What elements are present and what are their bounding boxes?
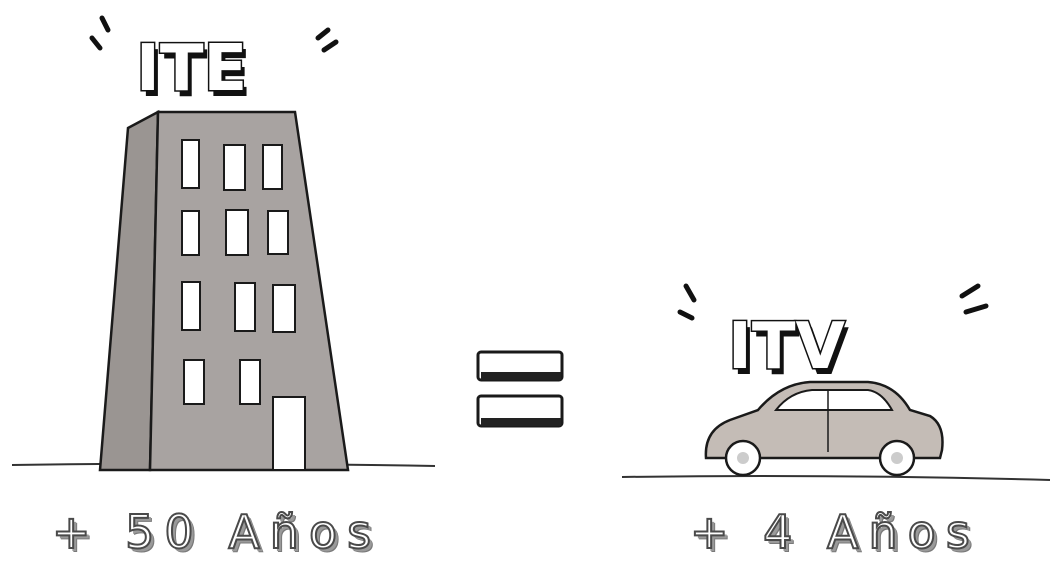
svg-text:ITV: ITV	[728, 310, 845, 384]
car-icon	[706, 382, 943, 475]
building-age-caption: + 50 Años	[52, 505, 381, 559]
svg-text:ITE: ITE	[136, 32, 247, 106]
itv-label: ITV ITV	[728, 310, 849, 390]
equals-icon	[478, 352, 562, 426]
ite-label: ITE ITE	[136, 32, 251, 112]
building-icon	[100, 112, 348, 470]
ground-line-right	[622, 476, 1050, 480]
car-age-caption: + 4 Años	[690, 505, 980, 559]
